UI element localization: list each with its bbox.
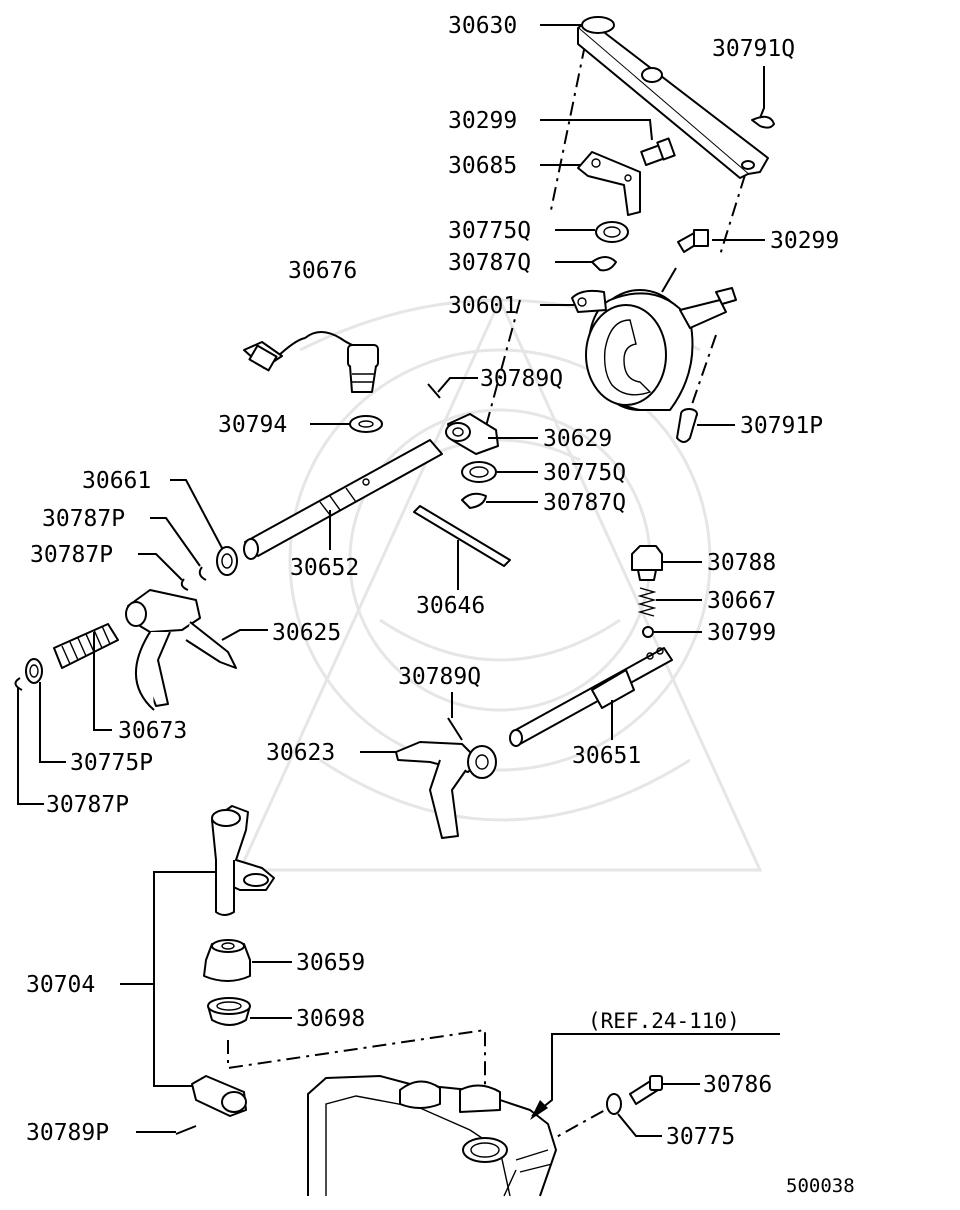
seal-30661: [216, 546, 238, 576]
reference-label: (REF.24-110): [588, 1009, 740, 1033]
block-30629: [445, 413, 499, 455]
label-30667: 30667: [707, 588, 776, 614]
label-30775Q-lower: 30775Q: [543, 460, 626, 486]
label-30704: 30704: [26, 972, 95, 998]
washer-30775P: [25, 658, 43, 684]
switch-30676: [243, 331, 379, 393]
lever-assembly-30704: [211, 805, 275, 916]
label-30685: 30685: [448, 153, 517, 179]
label-30601: 30601: [448, 293, 517, 319]
bolt-30299-upper: [640, 137, 676, 166]
label-30775P: 30775P: [70, 750, 153, 776]
rod-30646: [413, 505, 511, 567]
transmission-case: [307, 1075, 557, 1197]
clips-30787P: [14, 566, 207, 691]
washer-30775: [606, 1093, 622, 1115]
pin-30791P: [676, 408, 698, 443]
label-30299-upper: 30299: [448, 108, 517, 134]
label-30787Q-lower: 30787Q: [543, 490, 626, 516]
shaft-30652: [243, 439, 443, 560]
seal-30698: [207, 997, 251, 1026]
assembly-lines: [227, 44, 746, 1161]
clip-30787Q-lower: [461, 492, 487, 509]
boot-30673: [53, 623, 119, 669]
washer-30775Q-upper: [595, 221, 629, 243]
bracket-30685: [577, 151, 641, 216]
label-30787P-a: 30787P: [42, 506, 125, 532]
bolt-30786: [629, 1075, 663, 1105]
washer-30794: [349, 415, 383, 433]
label-30625: 30625: [272, 620, 341, 646]
bolt-30299-right: [677, 229, 709, 253]
diagram-code: 500038: [786, 1175, 855, 1197]
label-30673: 30673: [118, 718, 187, 744]
label-30630: 30630: [448, 13, 517, 39]
actuator-30601: [571, 267, 737, 411]
label-30646: 30646: [416, 593, 485, 619]
label-30629: 30629: [543, 426, 612, 452]
boot-30659: [203, 939, 251, 982]
label-30789P: 30789P: [26, 1120, 109, 1146]
label-30787Q-upper: 30787Q: [448, 250, 531, 276]
pin-30789P: [175, 1125, 197, 1135]
label-30676: 30676: [288, 258, 357, 284]
label-30789Q-lower: 30789Q: [398, 664, 481, 690]
label-30661: 30661: [82, 468, 151, 494]
label-30788: 30788: [707, 550, 776, 576]
label-30794: 30794: [218, 412, 287, 438]
spring-30667: [637, 587, 657, 617]
label-30786: 30786: [703, 1072, 772, 1098]
label-30791P: 30791P: [740, 413, 823, 439]
label-30787P-b: 30787P: [30, 542, 113, 568]
label-30791Q: 30791Q: [712, 36, 795, 62]
label-30775Q-upper: 30775Q: [448, 218, 531, 244]
label-30775: 30775: [666, 1124, 735, 1150]
label-30789Q-upper: 30789Q: [480, 366, 563, 392]
part-labels: 30630 30791Q 30299 30685 30775Q 30299 30…: [26, 13, 855, 1197]
ball-30799: [642, 626, 654, 638]
label-30659: 30659: [296, 950, 365, 976]
plug-30788: [631, 545, 663, 581]
clip-30787Q-upper: [591, 256, 617, 272]
label-30623: 30623: [266, 740, 335, 766]
label-30799: 30799: [707, 620, 776, 646]
leader-lines: [17, 24, 780, 1137]
fork-30623: [395, 741, 497, 839]
lever-lower: [191, 1075, 247, 1117]
watermark-emblem: [237, 296, 763, 872]
fork-30625: [125, 589, 237, 711]
clip-30791Q: [751, 115, 775, 129]
label-30299-right: 30299: [770, 228, 839, 254]
pin-30789Q-lower: [447, 717, 463, 741]
label-30651: 30651: [572, 743, 641, 769]
label-30698: 30698: [296, 1006, 365, 1032]
label-30652: 30652: [290, 555, 359, 581]
pin-30789Q-upper: [427, 383, 441, 399]
lever-30630: [577, 16, 769, 179]
label-30787P-c: 30787P: [46, 792, 129, 818]
shaft-30651: [509, 647, 673, 747]
washer-30775Q-lower: [461, 461, 497, 483]
